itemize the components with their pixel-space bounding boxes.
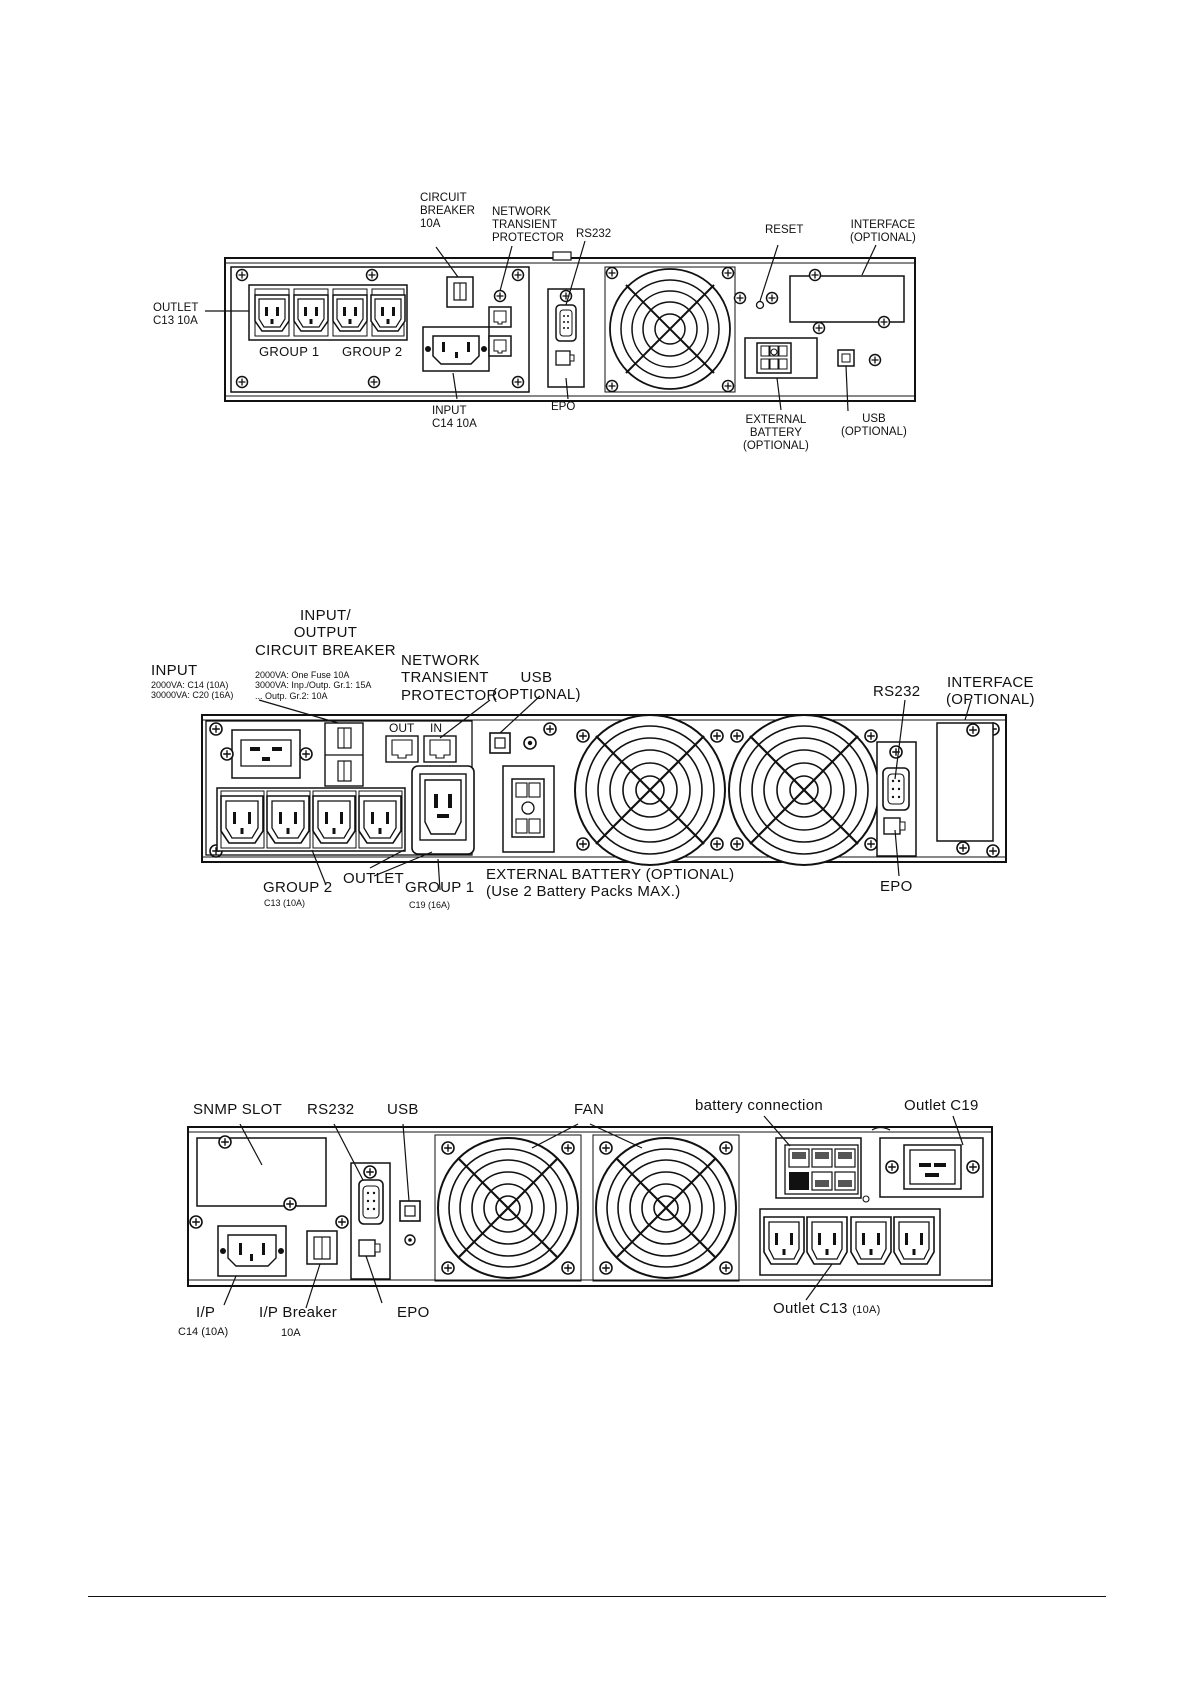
- p1-usb-label: USB (OPTIONAL): [841, 413, 907, 439]
- panel2-usb-port: [489, 722, 557, 754]
- panel3-input-breaker: [306, 1215, 349, 1265]
- p1-circuit-breaker-label: CIRCUIT BREAKER 10A: [420, 192, 475, 231]
- p2-out-label: OUT: [389, 721, 415, 735]
- panel1-right-side: [733, 268, 905, 379]
- p3-fan-label: FAN: [574, 1101, 605, 1118]
- p2-external-battery-label: EXTERNAL BATTERY (OPTIONAL) (Use 2 Batte…: [486, 866, 735, 901]
- p2-breaker-notes: 2000VA: One Fuse 10A 3000VA: Inp./Outp. …: [255, 670, 372, 701]
- p2-group2-label: GROUP 2: [263, 879, 333, 896]
- p1-group1-label: GROUP 1: [259, 344, 320, 359]
- panel1-left-plate: [230, 266, 530, 393]
- panel3-battery-connection: [775, 1137, 870, 1203]
- panel1-rs232-module: [547, 288, 585, 388]
- panel1-outlet-group: [248, 284, 408, 341]
- p2-group1-note: C19 (16A): [409, 900, 451, 910]
- p2-input-notes: 2000VA: C14 (10A) 30000VA: C20 (16A): [151, 680, 234, 701]
- panel2-leader-lines: [258, 695, 972, 891]
- p1-reset-label: RESET: [765, 224, 804, 236]
- p1-epo-label: EPO: [551, 401, 576, 413]
- panel2-interface-slot: [936, 722, 994, 855]
- panel3-outlet-c19: [871, 1126, 984, 1198]
- panel2-left-plate: [205, 720, 475, 856]
- p1-input-label: INPUT C14 10A: [432, 405, 477, 431]
- panel2-drawing: [201, 695, 1007, 891]
- p3-usb-label: USB: [387, 1101, 419, 1118]
- panel3-fan-right: [592, 1134, 740, 1282]
- p2-in-label: IN: [430, 721, 442, 735]
- p3-outlet-c13-label: Outlet C13 (10A): [773, 1300, 881, 1317]
- panel1-drawing: [205, 240, 916, 412]
- p3-ip-breaker-label: I/P Breaker: [259, 1304, 338, 1321]
- p2-input-label: INPUT: [151, 662, 198, 679]
- p3-snmp-slot-label: SNMP SLOT: [193, 1101, 283, 1118]
- p1-external-battery-label: EXTERNAL BATTERY (OPTIONAL): [743, 414, 809, 453]
- p2-rs232-label: RS232: [873, 683, 921, 700]
- panel2-rs232-module: [876, 741, 917, 857]
- panel3-fan-left: [434, 1134, 582, 1282]
- panel1-network-protector: [488, 289, 512, 357]
- panel3-leader-lines: [223, 1115, 964, 1309]
- p3-epo-label: EPO: [397, 1304, 430, 1321]
- p2-network-protector-label: NETWORK TRANSIENT PROTECTOR: [401, 652, 498, 704]
- p2-group1-label: GROUP 1: [405, 879, 475, 896]
- p3-outlet-c19-label: Outlet C19: [904, 1097, 979, 1114]
- footer-rule: [88, 1596, 1106, 1597]
- p1-group2-label: GROUP 2: [342, 344, 403, 359]
- p3-ip-breaker-note: 10A: [281, 1327, 301, 1339]
- p1-network-protector-label: NETWORK TRANSIENT PROTECTOR: [492, 206, 564, 245]
- p3-ip-label: I/P: [196, 1304, 216, 1321]
- p3-ip-note: C14 (10A): [178, 1326, 229, 1338]
- panel1-leader-lines: [205, 240, 877, 412]
- p3-battery-connection-label: battery connection: [695, 1097, 823, 1114]
- p2-group2-note: C13 (10A): [264, 898, 306, 908]
- p1-interface-label: INTERFACE (OPTIONAL): [850, 219, 916, 245]
- panel2-fan-left: [574, 714, 726, 866]
- p2-epo-label: EPO: [880, 878, 913, 895]
- p2-outlet-label: OUTLET: [343, 870, 404, 887]
- p2-usb-label: USB (OPTIONAL): [492, 669, 581, 704]
- panel1-circuit-breaker: [446, 276, 474, 308]
- p3-outlet-c13-note: (10A): [852, 1304, 881, 1316]
- panel3-rs232-module: [350, 1162, 391, 1280]
- panel3-usb-port: [399, 1200, 421, 1246]
- panel3-input-c14: [189, 1215, 287, 1277]
- p1-outlet-label: OUTLET C13 10A: [153, 302, 199, 328]
- p1-rs232-label: RS232: [576, 228, 612, 240]
- panel1-fan: [604, 266, 736, 393]
- p3-rs232-label: RS232: [307, 1101, 355, 1118]
- panel3-snmp-slot: [196, 1135, 327, 1211]
- panel3-drawing: [187, 1115, 993, 1309]
- p2-io-breaker-label: INPUT/ OUTPUT CIRCUIT BREAKER: [255, 607, 396, 659]
- panel3-outlet-c13-group: [759, 1208, 941, 1276]
- panel2-external-battery: [502, 765, 555, 853]
- p2-interface-label: INTERFACE (OPTIONAL): [946, 674, 1035, 709]
